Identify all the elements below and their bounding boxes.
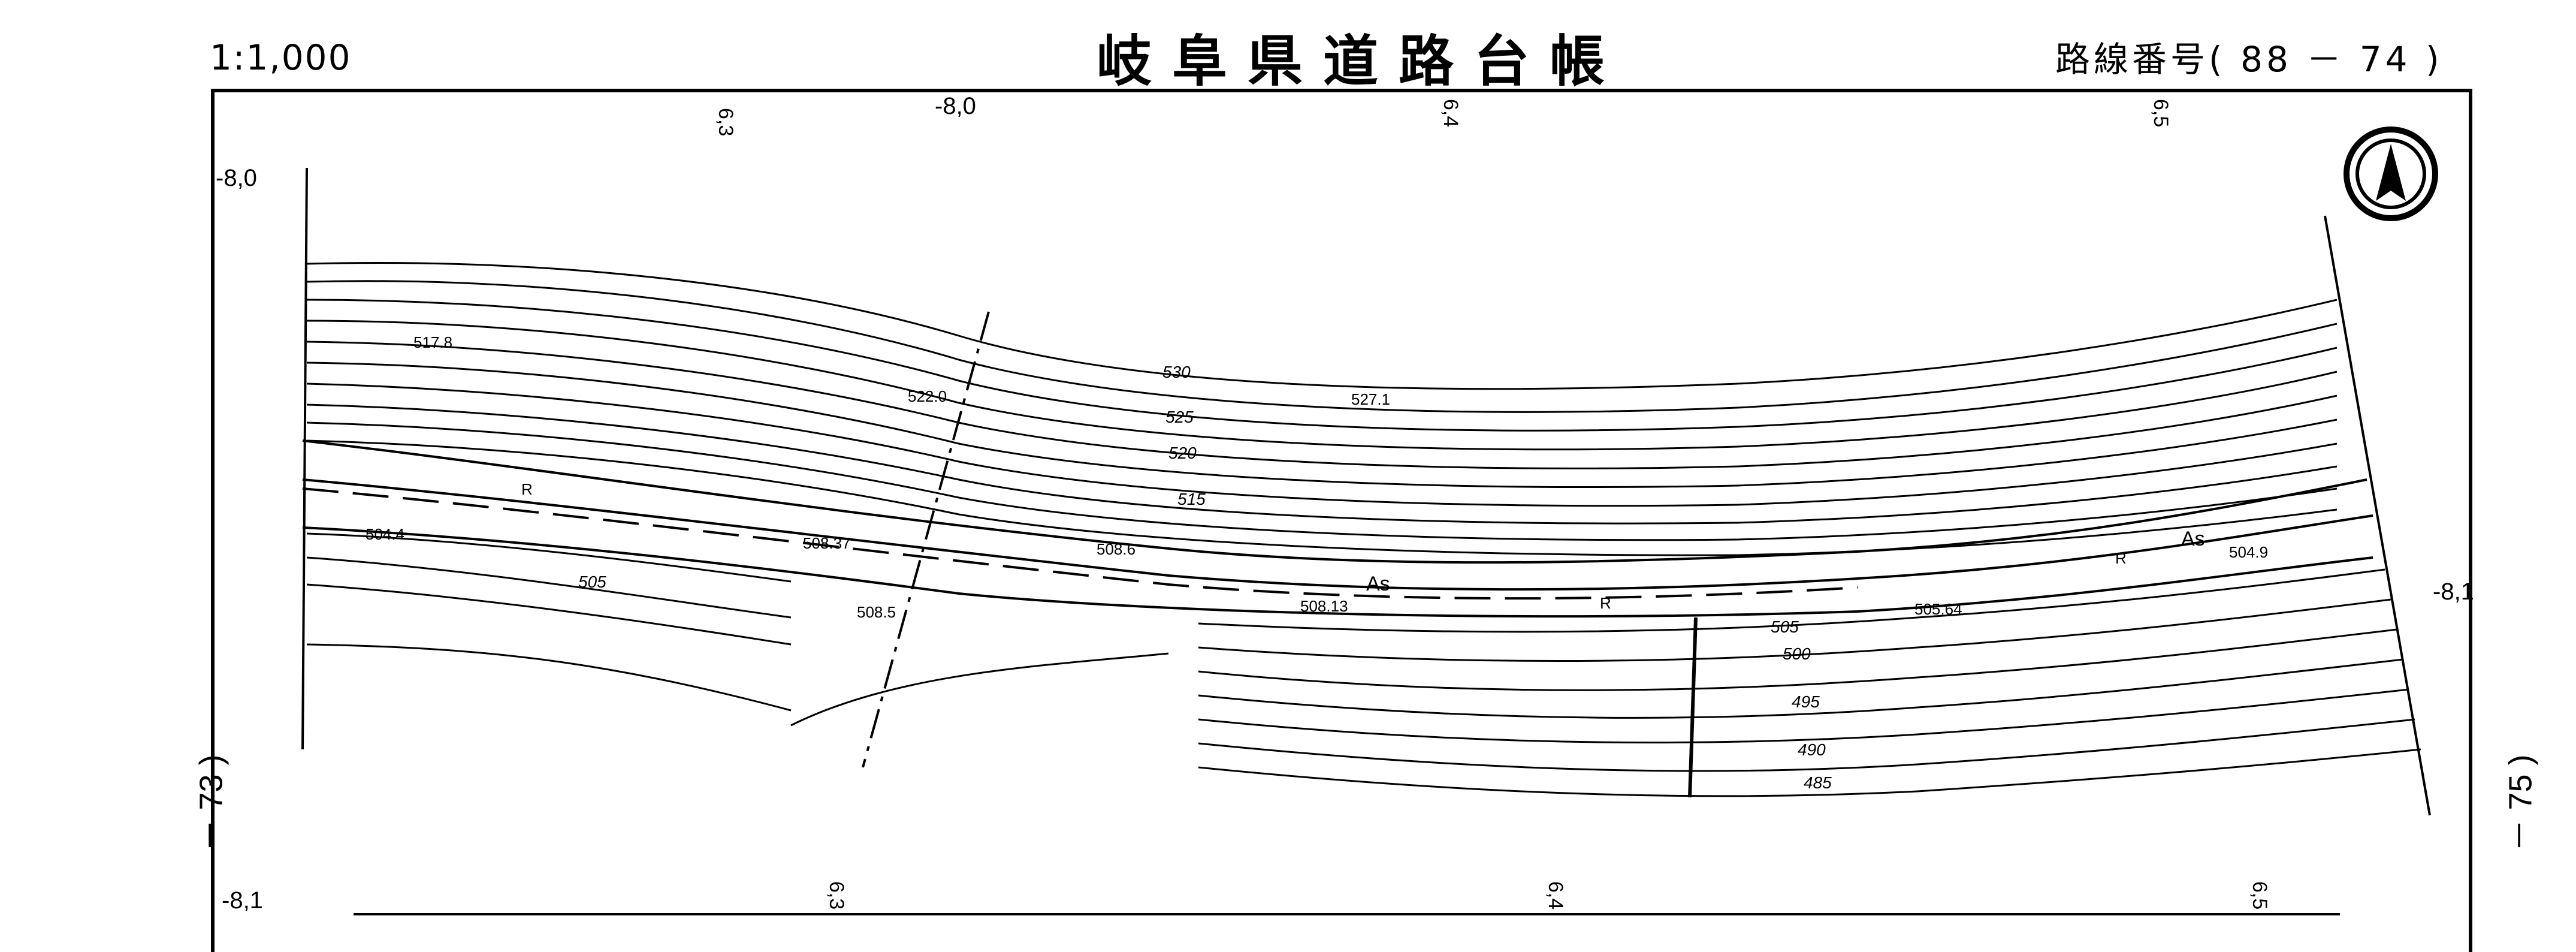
coord-left-bottom: -8,1 bbox=[222, 887, 263, 914]
station-bottom-3: 6,5 bbox=[2248, 881, 2271, 909]
admin-boundary bbox=[862, 311, 990, 768]
contour-label: 505 bbox=[1771, 617, 1799, 636]
station-top-2: 6,4 bbox=[1439, 99, 1462, 127]
contour-label: 525 bbox=[1165, 408, 1194, 426]
elevation-508-13: 508.13 bbox=[1300, 597, 1348, 615]
station-bottom-2: 6,4 bbox=[1544, 881, 1567, 909]
elevation-505-64: 505.64 bbox=[1914, 600, 1962, 618]
route-number: 路線番号( 88 － 74 ) bbox=[2055, 39, 2443, 80]
contour-label: 500 bbox=[1783, 644, 1811, 663]
elevation-508-5: 508.5 bbox=[857, 603, 896, 621]
contour-label: 515 bbox=[1177, 490, 1206, 508]
surface-label: As bbox=[2181, 528, 2205, 550]
contour-label: 530 bbox=[1162, 363, 1191, 381]
road-mark: R bbox=[1600, 594, 1611, 612]
lower-contours bbox=[306, 532, 2421, 797]
coord-top-mid: -8,0 bbox=[935, 93, 976, 119]
map-frame bbox=[211, 89, 2472, 952]
map-scale: 1:1,000 bbox=[210, 37, 352, 78]
coord-right-mid: -8,1 bbox=[2433, 579, 2474, 605]
page-title: 岐阜県道路台帳 bbox=[1097, 29, 1626, 94]
drainage-channel bbox=[1688, 617, 1698, 798]
coord-top-left: -8,0 bbox=[216, 165, 257, 191]
contour-label: 505 bbox=[578, 573, 606, 591]
north-arrow-icon bbox=[2344, 126, 2438, 221]
elevation-517-8: 517.8 bbox=[413, 333, 452, 351]
station-bottom-1: 6,3 bbox=[825, 881, 848, 909]
elevation-508-6: 508.6 bbox=[1097, 540, 1136, 558]
elevation-504-9: 504.9 bbox=[2229, 543, 2268, 561]
road-alignment bbox=[302, 439, 2373, 618]
elevation-508-37: 508.37 bbox=[803, 534, 851, 552]
map-right-boundary bbox=[2324, 215, 2431, 816]
upper-contours bbox=[306, 262, 2338, 556]
station-top-1: 6,3 bbox=[714, 108, 737, 136]
map-left-boundary bbox=[301, 167, 308, 750]
elevation-504-4: 504.4 bbox=[366, 525, 404, 543]
surface-label: As bbox=[1366, 573, 1390, 595]
contour-label: 485 bbox=[1804, 773, 1832, 792]
contour-label: 520 bbox=[1168, 444, 1197, 462]
station-top-3: 6,5 bbox=[2149, 99, 2172, 127]
contour-label: 495 bbox=[1792, 692, 1820, 711]
road-mark: R bbox=[2115, 549, 2127, 567]
road-mark: R bbox=[521, 480, 533, 498]
elevation-522-0: 522.0 bbox=[908, 387, 947, 405]
elevation-527-1: 527.1 bbox=[1351, 390, 1390, 408]
contour-label: 490 bbox=[1798, 740, 1826, 759]
